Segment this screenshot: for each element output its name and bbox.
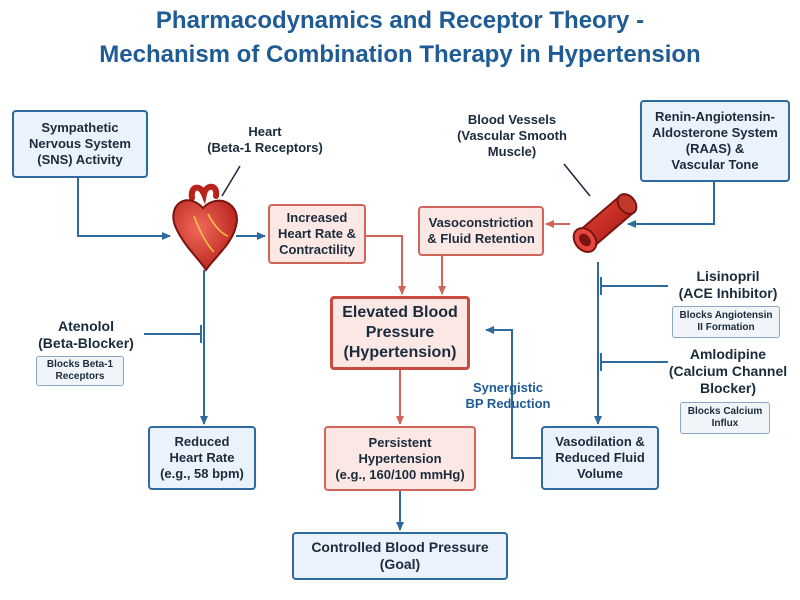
atenolol-block-line (144, 325, 202, 343)
elevated-bp-node: Elevated Blood Pressure (Hypertension) (330, 296, 470, 370)
increased-hr-to-elevated-arrow (366, 235, 406, 295)
lisinopril-block-line (600, 277, 668, 295)
synergy-label: Synergistic BP Reduction (465, 380, 551, 411)
blood-vessels-label: Blood Vessels (Vascular Smooth Muscle) (457, 112, 567, 159)
heart-icon (172, 183, 238, 272)
reduced-hr-node: Reduced Heart Rate (e.g., 58 bpm) (148, 426, 256, 490)
increased-hr-node: Increased Heart Rate & Contractility (268, 204, 366, 264)
title-line-2: Mechanism of Combination Therapy in Hype… (99, 41, 701, 68)
sns-to-heart-arrow (77, 178, 171, 240)
lisinopril-note: Blocks Angiotensin II Formation (672, 306, 780, 338)
title-line-1: Pharmacodynamics and Receptor Theory - (155, 7, 645, 34)
atenolol-label: Atenolol (Beta-Blocker) (38, 318, 134, 351)
raas-node: Renin-Angiotensin- Aldosterone System (R… (640, 100, 790, 182)
sns-node: Sympathetic Nervous System (SNS) Activit… (12, 110, 148, 178)
amlodipine-label: Amlodipine (Calcium Channel Blocker) (668, 346, 788, 396)
raas-to-vessel-arrow (627, 182, 715, 228)
controlled-bp-node: Controlled Blood Pressure (Goal) (292, 532, 508, 580)
amlodipine-block-line (600, 353, 668, 371)
blood-vessel-icon (572, 193, 638, 253)
heart-label-pointer (221, 165, 241, 197)
synergy-feedback-arrow (485, 326, 541, 459)
amlodipine-note: Blocks Calcium Influx (680, 402, 770, 434)
atenolol-note: Blocks Beta-1 Receptors (36, 356, 124, 386)
vasodilation-node: Vasodilation & Reduced Fluid Volume (541, 426, 659, 490)
persistent-htn-node: Persistent Hypertension (e.g., 160/100 m… (324, 426, 476, 491)
heart-label: Heart (Beta-1 Receptors) (207, 124, 323, 155)
vasoconstriction-node: Vasoconstriction & Fluid Retention (418, 206, 544, 256)
vessel-label-pointer (563, 163, 591, 197)
lisinopril-label: Lisinopril (ACE Inhibitor) (678, 268, 778, 301)
